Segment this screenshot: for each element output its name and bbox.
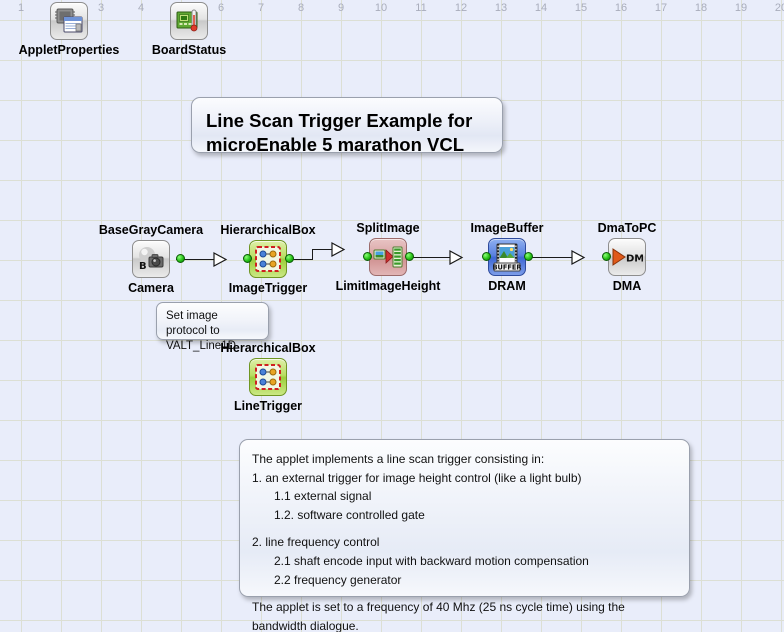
node-label: BoardStatus bbox=[151, 43, 227, 57]
image-buffer-icon[interactable]: BUFFER bbox=[488, 238, 526, 276]
camera-glyph: B bbox=[139, 247, 164, 272]
wire-imagetrigger-seg2 bbox=[312, 249, 313, 260]
wire-imagetrigger-seg1 bbox=[287, 259, 313, 260]
ruler-tick: 17 bbox=[654, 2, 668, 14]
board-status-icon[interactable] bbox=[170, 2, 208, 40]
title-note-box[interactable]: Line Scan Trigger Example for microEnabl… bbox=[191, 97, 503, 155]
node-type-label: HierarchicalBox bbox=[220, 223, 316, 237]
ruler-tick: 20 bbox=[774, 2, 784, 14]
arrow-head-icon bbox=[571, 250, 586, 266]
camera-icon[interactable]: B bbox=[132, 240, 170, 278]
ruler-tick: 8 bbox=[297, 2, 305, 14]
node-type-label: SplitImage bbox=[356, 221, 420, 235]
wire-imagetrigger-seg3 bbox=[312, 249, 332, 250]
node-name-label: LimitImageHeight bbox=[335, 279, 441, 293]
hierarchical-box-glyph bbox=[255, 364, 281, 390]
applet-properties-icon[interactable] bbox=[50, 2, 88, 40]
arrow-head-icon bbox=[331, 242, 346, 258]
hierarchical-box-icon[interactable] bbox=[249, 240, 287, 278]
tip-line-1: Set image protocol to bbox=[166, 310, 220, 338]
ruler-tick: 9 bbox=[337, 2, 345, 14]
dma-glyph: DMA bbox=[612, 248, 643, 266]
description-footer: The applet is set to a frequency of 40 M… bbox=[252, 600, 625, 632]
ruler-tick: 13 bbox=[494, 2, 508, 14]
svg-text:DMA: DMA bbox=[626, 254, 643, 265]
arrow-head-icon bbox=[213, 252, 228, 268]
description-item-list: 1. an external trigger for image height … bbox=[252, 469, 677, 599]
ruler-tick: 10 bbox=[374, 2, 388, 14]
ruler-tick: 1 bbox=[17, 2, 25, 14]
output-port[interactable] bbox=[176, 254, 185, 263]
split-image-icon[interactable] bbox=[369, 238, 407, 276]
node-line-trigger[interactable]: HierarchicalBox LineTrigger bbox=[220, 341, 315, 413]
ruler-tick: 4 bbox=[137, 2, 145, 14]
node-name-label: DRAM bbox=[488, 279, 526, 293]
node-name-label: LineTrigger bbox=[233, 399, 303, 413]
ruler-tick: 15 bbox=[574, 2, 588, 14]
ruler-tick: 18 bbox=[694, 2, 708, 14]
description-item: 1.1 external signal bbox=[274, 489, 372, 504]
node-applet-properties[interactable]: AppletProperties bbox=[19, 2, 119, 57]
ruler-tick: 3 bbox=[97, 2, 105, 14]
input-port[interactable] bbox=[363, 252, 372, 261]
output-port[interactable] bbox=[405, 252, 414, 261]
node-dma[interactable]: DmaToPC DMA DMA bbox=[598, 221, 657, 293]
node-limit-image-height[interactable]: SplitImage LimitImageHeight bbox=[336, 221, 441, 293]
output-port[interactable] bbox=[524, 252, 533, 261]
arrow-head-icon bbox=[449, 250, 464, 266]
tip-line-2: VALT_Line1D bbox=[166, 340, 236, 353]
svg-text:BUFFER: BUFFER bbox=[493, 263, 522, 271]
ruler-tick: 16 bbox=[614, 2, 628, 14]
description-item: 1. an external trigger for image height … bbox=[252, 470, 582, 485]
ruler-tick: 14 bbox=[534, 2, 548, 14]
node-type-label: ImageBuffer bbox=[470, 221, 544, 235]
description-item: 1.2. software controlled gate bbox=[274, 507, 425, 522]
description-item: 2.2 frequency generator bbox=[274, 572, 402, 587]
board-status-glyph bbox=[176, 9, 198, 32]
wire-camera-to-imagetrigger bbox=[176, 259, 214, 260]
ruler-tick: 12 bbox=[454, 2, 468, 14]
description-spacer bbox=[252, 589, 677, 598]
input-port[interactable] bbox=[482, 252, 491, 261]
ruler-tick: 19 bbox=[734, 2, 748, 14]
node-dram[interactable]: ImageBuffer bbox=[471, 221, 544, 293]
image-protocol-note-box[interactable]: Set image protocol to VALT_Line1D bbox=[156, 302, 269, 352]
hierarchical-box-glyph bbox=[255, 246, 281, 272]
applet-properties-glyph bbox=[55, 8, 83, 33]
node-label: AppletProperties bbox=[18, 43, 120, 57]
wire-splitimage-to-imagebuffer bbox=[408, 257, 450, 258]
node-type-label: DmaToPC bbox=[597, 221, 657, 235]
node-type-label: HierarchicalBox bbox=[220, 341, 316, 355]
node-name-label: DMA bbox=[612, 279, 642, 293]
svg-text:B: B bbox=[139, 261, 147, 272]
wire-imagebuffer-to-dma bbox=[528, 257, 572, 258]
node-name-label: Camera bbox=[128, 281, 174, 295]
node-name-label: ImageTrigger bbox=[228, 281, 308, 295]
description-intro: The applet implements a line scan trigge… bbox=[252, 452, 545, 466]
description-item: 2.1 shaft encode input with backward mot… bbox=[274, 553, 589, 568]
ruler-tick: 7 bbox=[257, 2, 265, 14]
title-line-2: microEnable 5 marathon VCL bbox=[206, 133, 465, 155]
node-camera[interactable]: BaseGrayCamera B Camera bbox=[99, 223, 203, 295]
input-port[interactable] bbox=[602, 252, 611, 261]
node-board-status[interactable]: BoardStatus bbox=[152, 2, 226, 57]
description-note-box[interactable]: The applet implements a line scan trigge… bbox=[239, 439, 690, 632]
hierarchical-box-icon[interactable] bbox=[249, 358, 287, 396]
input-port[interactable] bbox=[243, 254, 252, 263]
output-port[interactable] bbox=[285, 254, 294, 263]
dma-icon[interactable]: DMA bbox=[608, 238, 646, 276]
ruler-tick: 6 bbox=[217, 2, 225, 14]
ruler-tick: 11 bbox=[415, 2, 427, 14]
description-spacer bbox=[252, 524, 677, 533]
description-item: 2. line frequency control bbox=[252, 535, 380, 550]
split-image-glyph bbox=[373, 246, 403, 268]
node-type-label: BaseGrayCamera bbox=[98, 223, 204, 237]
title-line-1: Line Scan Trigger Example for bbox=[206, 110, 473, 131]
image-buffer-glyph: BUFFER bbox=[493, 243, 522, 272]
node-image-trigger[interactable]: HierarchicalBox ImageTrigger bbox=[220, 223, 315, 295]
